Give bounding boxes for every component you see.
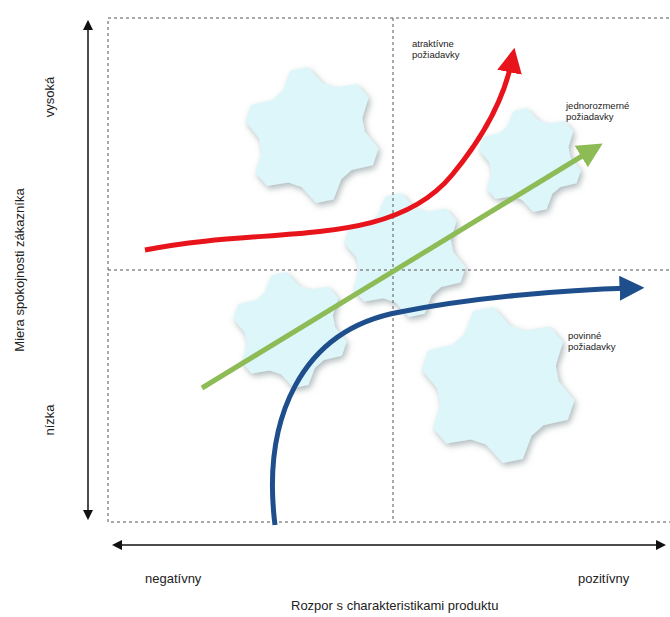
axis-level: vysoká bbox=[42, 77, 58, 117]
axis-end: pozitívny bbox=[578, 571, 629, 587]
gear-shape bbox=[233, 272, 347, 388]
y-axis bbox=[87, 22, 89, 518]
attractive-curve bbox=[145, 60, 512, 250]
axis-end: negatívny bbox=[145, 571, 201, 587]
gear-shape bbox=[245, 67, 378, 203]
center-horizontal bbox=[108, 270, 670, 271]
gear-shape bbox=[422, 307, 575, 463]
axis-title: Rozpor s charakteristikami produktu bbox=[291, 598, 498, 614]
curve-label: povinné požiadavky bbox=[568, 330, 628, 353]
x-axis bbox=[114, 544, 664, 546]
axis-title: Miera spokojnosti zákazníka bbox=[12, 188, 28, 351]
curve-label: atraktívne požiadavky bbox=[412, 38, 482, 61]
axis-level: nízka bbox=[42, 404, 58, 435]
quadrant-frame bbox=[108, 18, 670, 522]
curve-label: jednorozmerné požiadavky bbox=[566, 100, 644, 123]
gear-shape bbox=[479, 108, 581, 212]
one-dimensional-line bbox=[202, 150, 592, 388]
must-be-curve bbox=[273, 288, 632, 525]
